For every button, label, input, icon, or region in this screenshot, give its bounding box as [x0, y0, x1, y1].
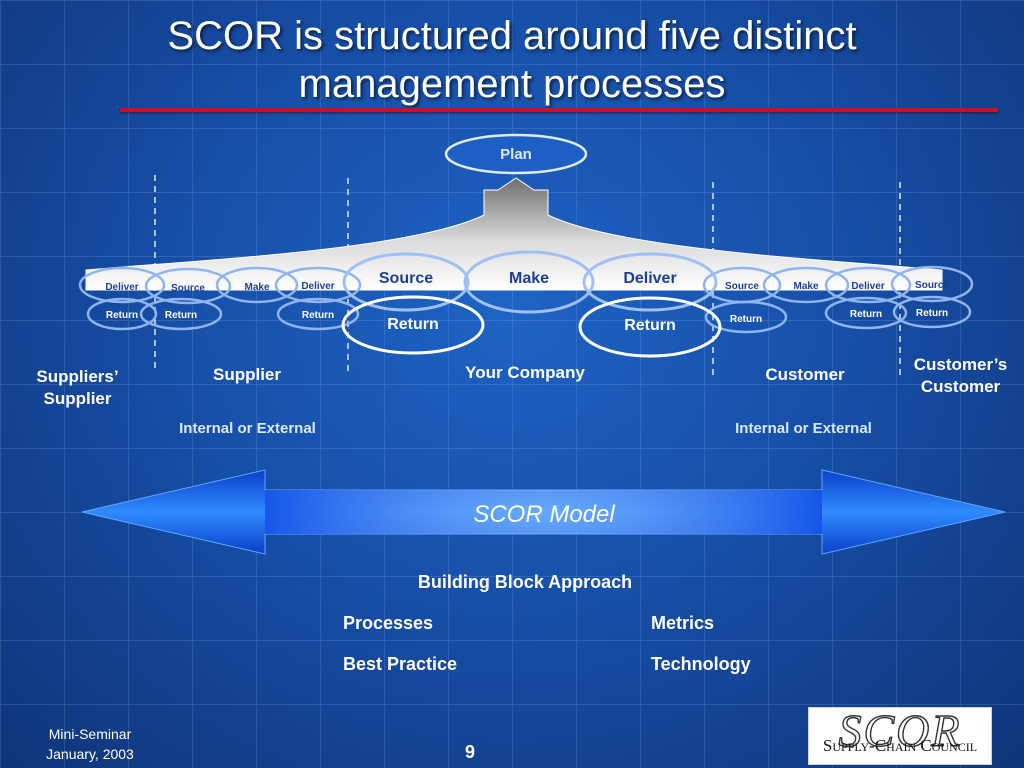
supplier-source-ellipse[interactable]	[144, 267, 232, 305]
supplier-make-label: Make	[244, 282, 269, 293]
customers-return-ellipse[interactable]	[892, 295, 972, 329]
company-make-ellipse[interactable]	[463, 250, 595, 314]
customers-return-label: Return	[916, 308, 948, 319]
customers-source-label: Source	[915, 280, 949, 291]
customer-source-label: Source	[725, 281, 759, 292]
plan-ellipse[interactable]	[444, 133, 588, 175]
slide-title: SCOR is structured around five distinct …	[0, 12, 1024, 108]
supplier-source-return-ellipse[interactable]	[139, 297, 223, 331]
customer-make-ellipse[interactable]	[762, 266, 850, 304]
customer-label: Customer	[765, 365, 845, 384]
company-deliver-label: Deliver	[623, 270, 676, 287]
suppliers-deliver-ellipse[interactable]	[78, 266, 166, 304]
building-block-heading: Building Block Approach	[417, 572, 633, 592]
company-make-label: Make	[509, 270, 549, 287]
company-deliver-ellipse[interactable]	[582, 252, 718, 312]
scor-logo: SCOR Supply-Chain Council	[808, 704, 992, 765]
customer-source-return-ellipse[interactable]	[704, 300, 788, 334]
suppliers-return-ellipse[interactable]	[86, 297, 158, 331]
company-return-right-ellipse[interactable]	[578, 296, 722, 358]
internal-external-right: Internal or External	[735, 420, 872, 437]
customer-deliver-return-label: Return	[850, 309, 882, 320]
supplier-label: Supplier	[212, 365, 281, 384]
company-return-right-label: Return	[624, 317, 676, 334]
your-company-label: Your Company	[465, 363, 585, 382]
internal-external-left: Internal or External	[179, 420, 316, 437]
building-block-processes: Processes	[343, 613, 434, 633]
supplier-deliver-return-ellipse[interactable]	[276, 297, 360, 331]
supplier-deliver-label: Deliver	[301, 281, 334, 292]
building-block-technology: Technology	[651, 654, 751, 674]
suppliers-supplier-line-2: Supplier	[43, 389, 112, 408]
suppliers-supplier-line-1: Suppliers’	[36, 367, 119, 386]
supplier-source-label: Source	[171, 283, 205, 294]
customer-deliver-return-ellipse[interactable]	[824, 296, 908, 330]
suppliers-return-label: Return	[106, 310, 138, 321]
building-block-metrics: Metrics	[651, 613, 715, 633]
customer-make-label: Make	[793, 281, 818, 292]
page-number: 9	[464, 742, 475, 762]
suppliers-deliver-label: Deliver	[105, 282, 138, 293]
customers-customer-line-2: Customer	[920, 377, 1001, 396]
title-line-2: management processes	[298, 62, 726, 106]
logo-word: SCOR	[838, 704, 962, 756]
title-underline	[120, 108, 998, 112]
supplier-source-return-label: Return	[165, 310, 197, 321]
company-source-ellipse[interactable]	[342, 252, 470, 312]
company-return-left-label: Return	[387, 316, 439, 333]
scor-model-label: SCOR Model	[473, 501, 615, 528]
company-source-label: Source	[379, 270, 433, 287]
scor-model-arrow-highlight	[265, 490, 822, 534]
supplier-make-ellipse[interactable]	[215, 266, 299, 304]
customer-deliver-ellipse[interactable]	[824, 266, 912, 304]
logo-subtitle: Supply-Chain Council	[822, 736, 978, 755]
footer-line-1: Mini-Seminar	[48, 726, 132, 742]
customers-source-ellipse[interactable]	[890, 265, 974, 303]
building-block-best-practice: Best Practice	[343, 654, 458, 674]
customers-customer-label: Customer’s Customer	[893, 354, 1024, 398]
customer-source-return-label: Return	[730, 314, 762, 325]
supplier-deliver-return-label: Return	[302, 310, 334, 321]
customer-deliver-label: Deliver	[851, 281, 884, 292]
suppliers-supplier-label: Suppliers’ Supplier	[15, 366, 140, 410]
plan-fan	[85, 177, 943, 291]
supplier-deliver-ellipse[interactable]	[274, 266, 362, 304]
company-return-left-ellipse[interactable]	[341, 295, 485, 355]
footer-info: Mini-Seminar January, 2003	[30, 724, 150, 764]
plan-label: Plan	[500, 146, 532, 163]
footer-line-2: January, 2003	[46, 746, 134, 762]
title-line-1: SCOR is structured around five distinct	[167, 14, 857, 58]
customers-customer-line-1: Customer’s	[913, 355, 1008, 374]
